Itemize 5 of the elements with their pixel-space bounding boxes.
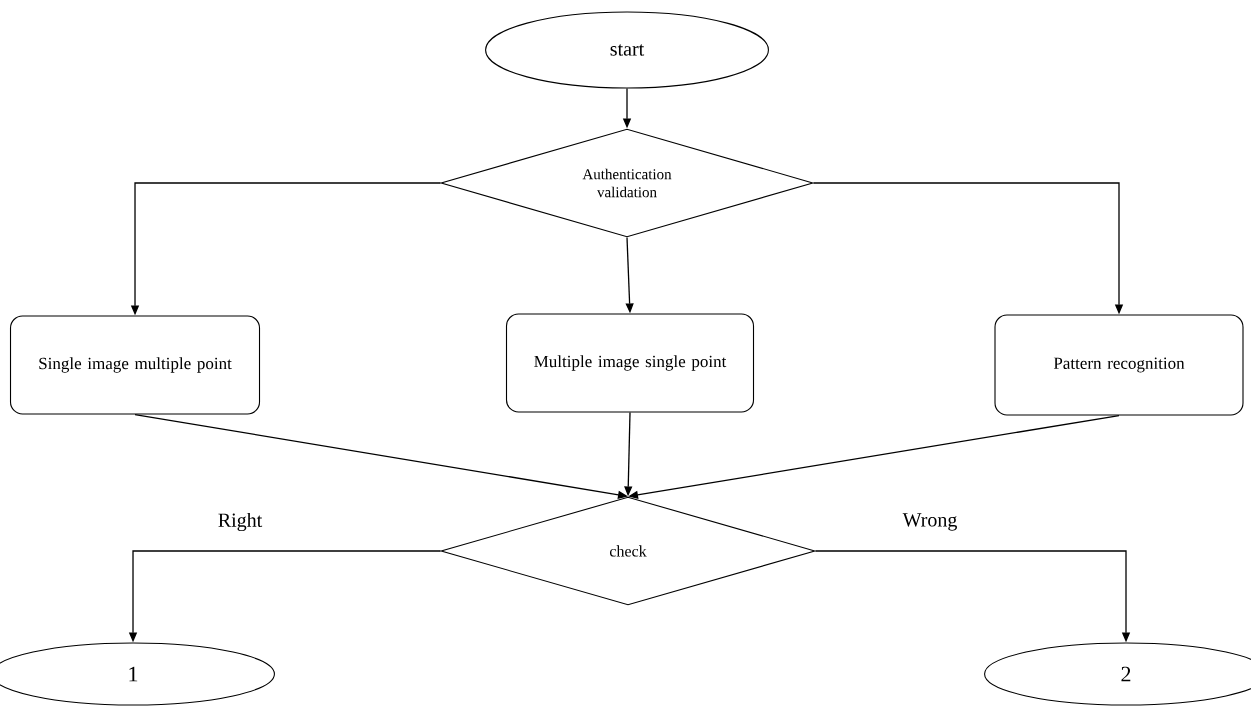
process-box: Single image multiple point: [9, 315, 261, 415]
edge-label: Right: [216, 511, 264, 533]
edge-label: Wrong: [901, 512, 959, 532]
process-box: Pattern recognition: [994, 314, 1244, 416]
process-box: Multiple image single point: [505, 313, 755, 413]
